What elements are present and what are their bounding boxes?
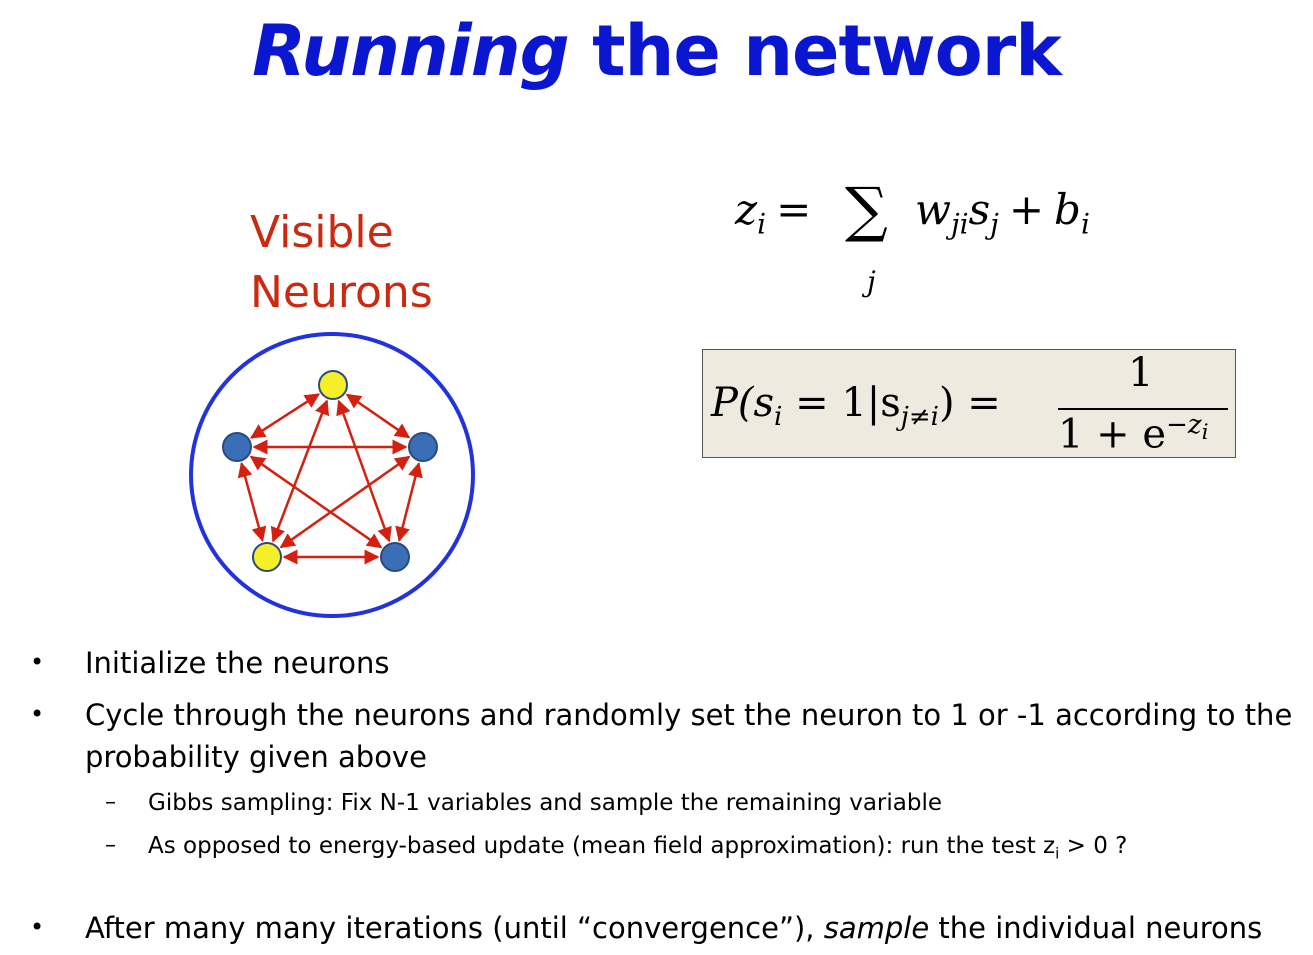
node-lower-left	[252, 542, 282, 572]
node-top	[318, 370, 348, 400]
bullet-2-line1: Cycle through the neurons and randomly s…	[85, 698, 1293, 732]
probability-equation-box: P(si = 1|sj≠i) = 1 1 + e−zi	[702, 349, 1236, 458]
edge-arrow	[237, 461, 267, 543]
bullet-1: Initialize the neurons	[85, 646, 390, 680]
bullet-3: After many many iterations (until “conve…	[85, 911, 1263, 945]
bullet-2-line2: probability given above	[85, 740, 427, 774]
sub-bullet-dash: –	[105, 790, 116, 815]
eq2-denominator: 1 + e−zi	[1058, 410, 1209, 458]
outer-circle	[189, 332, 475, 618]
sub-bullet-1: Gibbs sampling: Fix N-1 variables and sa…	[148, 790, 943, 816]
node-upper-right	[408, 432, 438, 462]
eq1-rhs: wjisj+bi	[915, 185, 1090, 241]
edge-arrow	[395, 462, 423, 542]
edge-arrow	[336, 399, 392, 543]
label-line2: Neurons	[250, 267, 433, 318]
sum-index: j	[867, 265, 876, 298]
edges	[237, 393, 423, 565]
slide-title: Running the network	[0, 10, 1313, 92]
edge-arrow	[249, 455, 383, 549]
sub-bullet-2: As opposed to energy-based update (mean …	[148, 833, 1128, 863]
visible-neurons-label: Visible Neurons	[250, 203, 433, 323]
bullet-dot: •	[30, 913, 45, 941]
fraction-bar	[1058, 408, 1228, 410]
network-diagram	[189, 332, 475, 618]
bullet-dot: •	[30, 648, 45, 676]
eq2-numerator: 1	[1128, 350, 1154, 396]
bullet-dot: •	[30, 700, 45, 728]
sub-bullet-dash: –	[105, 833, 116, 858]
eq1-lhs: zi=	[735, 185, 812, 241]
edge-arrow	[250, 393, 320, 439]
eq2-lhs: P(si = 1|sj≠i) =	[711, 380, 1001, 432]
edge-arrow	[279, 455, 411, 549]
title-italic: Running	[252, 10, 570, 92]
node-lower-right	[380, 542, 410, 572]
node-upper-left	[222, 432, 252, 462]
label-line1: Visible	[250, 207, 394, 258]
edge-arrow	[345, 393, 411, 439]
sum-symbol: ∑	[845, 175, 888, 245]
nodes	[222, 370, 438, 572]
title-rest: the network	[592, 10, 1062, 92]
